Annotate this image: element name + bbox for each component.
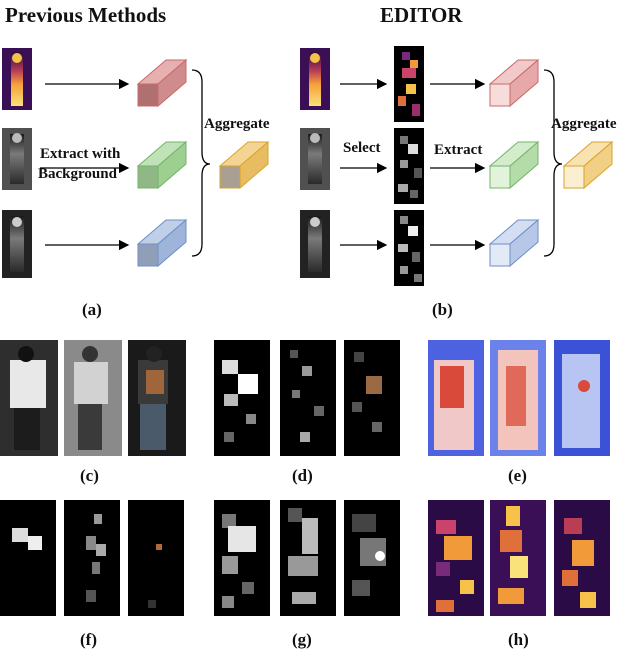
heatmap-e3 (554, 340, 610, 456)
label-select: Select (343, 140, 381, 156)
input-thermal-image-b (300, 48, 330, 110)
heatmap-e1 (428, 340, 484, 456)
example-row-cde (0, 340, 610, 456)
label-extract-with: Extract with (40, 146, 121, 162)
mask-g3 (344, 500, 400, 616)
heading-editor: EDITOR (380, 3, 463, 27)
feature-block-blue-b (488, 218, 540, 268)
mask-d1 (214, 340, 270, 456)
mask-d3 (344, 340, 400, 456)
feature-block-orange-b (562, 140, 614, 190)
label-extract: Extract (434, 142, 483, 158)
input-thermal-image-a (2, 48, 32, 110)
inferno-h1 (428, 500, 484, 616)
mask-g1 (214, 500, 270, 616)
feature-block-red-b (488, 58, 540, 108)
label-aggregate-right: Aggregate (551, 116, 617, 132)
photo-c3 (128, 340, 186, 456)
patch-mask-gray-b2 (394, 210, 424, 286)
caption-c: (c) (80, 466, 99, 485)
input-gray-image-a2 (2, 210, 32, 278)
mask-d2 (280, 340, 336, 456)
photo-c1 (0, 340, 58, 456)
mask-f3 (128, 500, 184, 616)
caption-a: (a) (82, 300, 102, 319)
caption-g: (g) (292, 630, 312, 649)
feature-block-green-a (136, 140, 188, 190)
brace-b (543, 69, 563, 257)
brace-a (191, 69, 211, 257)
heatmap-e2 (490, 340, 546, 456)
feature-block-blue-a (136, 218, 188, 268)
inferno-h3 (554, 500, 610, 616)
photo-c2 (64, 340, 122, 456)
feature-block-green-b (488, 140, 540, 190)
input-gray-image-b1 (300, 128, 330, 190)
mask-f2 (64, 500, 120, 616)
example-row-fgh (0, 500, 610, 616)
input-gray-image-a1 (2, 128, 32, 190)
caption-b: (b) (432, 300, 453, 319)
feature-block-orange-a (218, 140, 270, 190)
label-aggregate-left: Aggregate (204, 116, 270, 132)
pipeline-diagram (2, 46, 614, 286)
caption-h: (h) (508, 630, 529, 649)
mask-f1 (0, 500, 56, 616)
patch-mask-gray-b1 (394, 128, 424, 204)
patch-mask-thermal-b (394, 46, 424, 122)
inferno-h2 (490, 500, 546, 616)
heading-previous-methods: Previous Methods (5, 3, 167, 27)
caption-e: (e) (508, 466, 527, 485)
feature-block-red-a (136, 58, 188, 108)
input-gray-image-b2 (300, 210, 330, 278)
mask-g2 (280, 500, 336, 616)
caption-d: (d) (292, 466, 313, 485)
label-background: Background (38, 166, 117, 182)
caption-f: (f) (80, 630, 97, 649)
